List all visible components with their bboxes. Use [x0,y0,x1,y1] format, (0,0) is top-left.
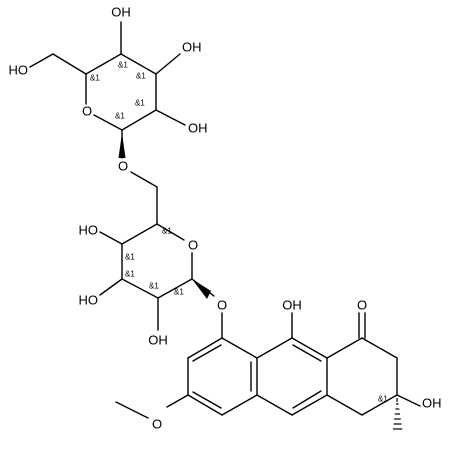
bond [29,53,54,68]
atom-label-ho-sugar2-left: HO [79,223,99,238]
bond [156,223,185,241]
bond [99,231,123,245]
stereo-tag: &1 [149,282,159,291]
atom-label-o-ring1: O [82,104,92,119]
bond [187,394,223,416]
bond [291,337,328,359]
bond [52,53,87,75]
bond [396,394,421,407]
bond [155,53,181,75]
bond [121,109,157,131]
stereo-tags: &1 &1 &1 &1 &1 &1 &1 &1 &1 &1 &1 [90,61,388,404]
atom-label-oh-sugar2-bottom: OH [148,333,168,348]
bond [361,337,398,359]
atom-label-oh-peri: OH [282,298,302,313]
bond [256,394,293,416]
bond [292,390,322,409]
bond [115,401,149,419]
bond [187,337,223,359]
atom-label-o-ketone: O [357,298,367,313]
stereo-tag: &1 [125,253,135,262]
bond [326,394,363,416]
bond [192,344,222,362]
bond [361,394,398,416]
stereo-tag: &1 [125,270,135,279]
atom-label-oh-sugar1-low: OH [188,121,208,136]
atom-label-o-ring2: O [188,238,198,253]
stereo-tag: &1 [174,288,184,297]
wedge-bond [118,133,126,158]
bond [192,391,222,409]
stereo-tag: &1 [90,74,100,83]
bond [93,114,123,131]
atom-label-o-link1: O [118,159,128,174]
stereo-tag: &1 [118,61,128,70]
bond [99,278,123,296]
bond [121,223,158,245]
bond [291,394,328,416]
bond [85,53,122,75]
bond [256,337,293,359]
bond [130,171,158,188]
bonds [29,21,421,419]
atom-label-ho-sugar2-low: HO [79,293,99,308]
stereo-tag: &1 [136,72,146,81]
bond [292,344,322,362]
atom-label-ho-left: HO [9,63,29,78]
bond [155,109,186,126]
hashed-bond [393,398,403,430]
wedge-bond [192,279,211,299]
bond [326,337,363,359]
atom-label-o-methoxy: O [152,417,162,432]
stereo-tag: &1 [135,99,145,108]
stereo-tag: &1 [162,227,172,236]
wedge-bonds [118,133,211,299]
atom-labels: OH OH HO OH O O O HO HO OH O OH O OH O [9,5,442,432]
bond [166,394,189,408]
stereo-tag: &1 [378,395,388,404]
bond [121,278,159,299]
atom-label-oh-top: OH [111,5,131,20]
bond [221,394,258,416]
atom-label-oh-tert: OH [422,396,442,411]
bond [157,278,193,299]
bond [221,337,258,359]
atom-label-o-aryl: O [217,298,227,313]
stereo-tag: &1 [115,112,125,121]
atom-label-oh-right: OH [182,40,202,55]
bond [120,53,157,75]
